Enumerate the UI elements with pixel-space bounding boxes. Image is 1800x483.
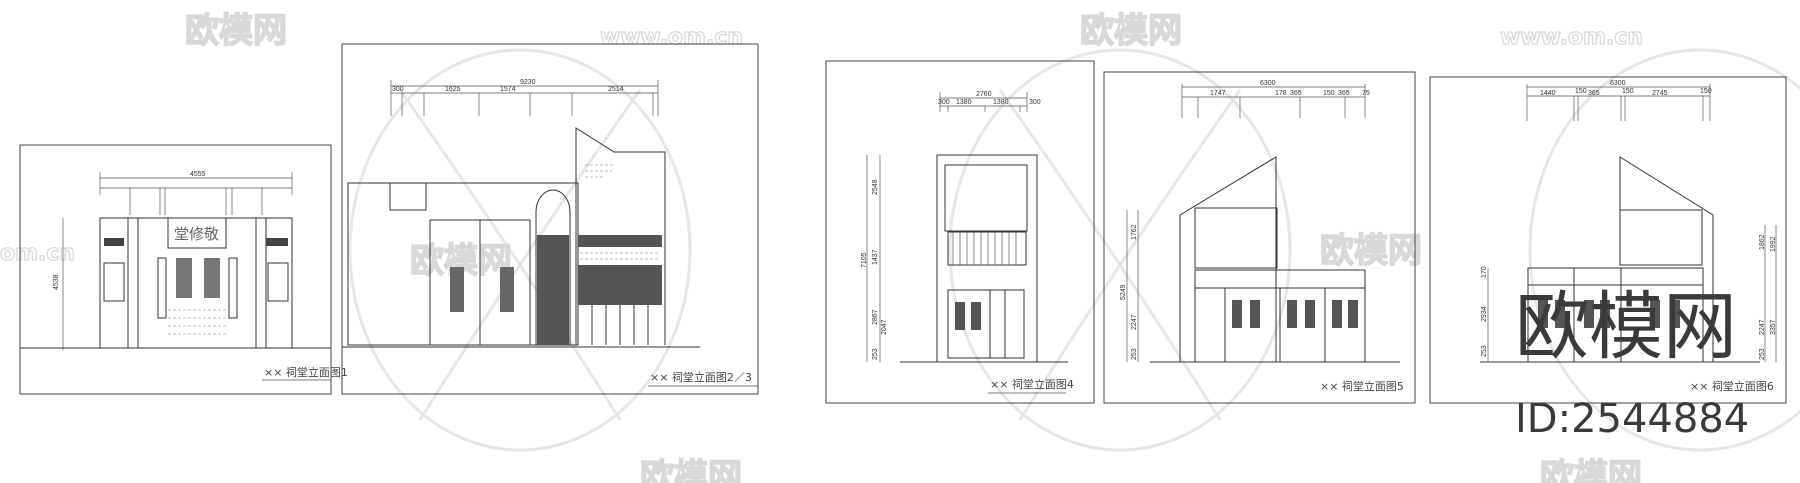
elevation-panel-4: 2760 300 1380 1380 300 2548 1437 7105 28… <box>825 60 1095 404</box>
dim-v3: 2867 <box>872 309 879 325</box>
dim-left-total: 4538 <box>53 274 60 290</box>
watermark-arcs <box>348 48 1800 452</box>
dim-top-c: 365 <box>1588 90 1600 97</box>
dim-v1: 1762 <box>1131 224 1138 240</box>
dim-v1: 2548 <box>872 179 879 195</box>
elevation-panel-6: 6300 1440 150 365 150 2745 150 170 2934 … <box>1429 76 1787 404</box>
dim-v3: 253 <box>1131 348 1138 360</box>
dim-top-total: 9230 <box>520 79 536 86</box>
panel-title-2-3: ×× 祠堂立面图2／3 <box>650 370 752 384</box>
watermark-brand-top-mid: 欧模网 <box>1080 11 1182 51</box>
dim-top-a: 300 <box>938 99 950 106</box>
dim-seg-4: 2514 <box>608 86 624 93</box>
dim-v-total: 7105 <box>861 252 868 268</box>
dim-top-e: 365 <box>1338 90 1350 97</box>
watermark-url-top: www.om.cn <box>600 25 743 50</box>
dim-v2: 1437 <box>872 249 879 265</box>
dim-top-d: 150 <box>1323 90 1335 97</box>
dim-top-total: 6300 <box>1260 80 1276 87</box>
dim-v4: 2047 <box>881 319 888 335</box>
dim-top-total: 2760 <box>976 91 992 98</box>
watermark-url-top-right: www.om.cn <box>1500 25 1643 50</box>
dim-top-total: 6300 <box>1610 80 1626 87</box>
dim-r5: 253 <box>1759 348 1766 360</box>
panel-title-6: ×× 祠堂立面图6 <box>1690 379 1774 393</box>
dim-top-d: 300 <box>1029 99 1041 106</box>
dim-v-total: 5249 <box>1120 284 1127 300</box>
watermark-brand-bottom-right: 欧模网 <box>1540 457 1642 483</box>
dim-seg-3: 1574 <box>500 86 516 93</box>
dim-top-a: 1440 <box>1540 90 1556 97</box>
dim-l1: 170 <box>1481 266 1488 278</box>
watermark-id: ID:2544884 <box>1515 396 1749 442</box>
dim-top-a: 1747 <box>1210 90 1226 97</box>
panel-title-5: ×× 祠堂立面图5 <box>1320 379 1404 393</box>
dim-l2: 2934 <box>1481 306 1488 322</box>
dim-r2: 1992 <box>1770 236 1777 252</box>
signboard-text: 堂修敬 <box>174 225 219 243</box>
dim-top-b: 178 <box>1275 90 1287 97</box>
dim-v5: 253 <box>872 348 879 360</box>
dim-top-d: 150 <box>1622 88 1634 95</box>
dim-top-f: 150 <box>1700 88 1712 95</box>
dim-seg-1: 300 <box>392 86 404 93</box>
watermark-brand-large: 欧模网 <box>1515 284 1737 370</box>
elevation-panel-2-3: 9230 300 1625 1574 2514 ×× 祠堂立面图2／3 <box>341 43 759 395</box>
dim-l3: 253 <box>1481 345 1488 357</box>
dim-r3: 2247 <box>1759 319 1766 335</box>
watermark-brand-right: 欧模网 <box>1320 231 1422 271</box>
panel-title-1: ×× 祠堂立面图1 <box>264 365 348 379</box>
dim-top-f: 75 <box>1362 90 1370 97</box>
watermark-brand-top-left: 欧模网 <box>185 11 287 51</box>
dim-top-b: 1380 <box>956 99 972 106</box>
watermark-url-left: om.cn <box>0 241 75 266</box>
dim-top-c: 365 <box>1290 90 1302 97</box>
elevation-panel-1: 4555 4538 堂修敬 ×× 祠堂立面图1 <box>19 144 348 395</box>
dim-top-b: 150 <box>1575 88 1587 95</box>
dim-seg-2: 1625 <box>445 86 461 93</box>
dim-r1: 1862 <box>1759 234 1766 250</box>
dim-top-total: 4555 <box>190 171 206 178</box>
panel-title-4: ×× 祠堂立面图4 <box>990 377 1074 391</box>
dim-r4: 3357 <box>1770 319 1777 335</box>
watermark-brand-bottom: 欧模网 <box>640 457 742 483</box>
dim-top-c: 1380 <box>993 99 1009 106</box>
dim-top-e: 2745 <box>1652 90 1668 97</box>
elevation-panel-5: 6300 1747 178 365 150 365 75 1762 5249 2… <box>1103 71 1416 404</box>
dim-v2: 2247 <box>1131 314 1138 330</box>
